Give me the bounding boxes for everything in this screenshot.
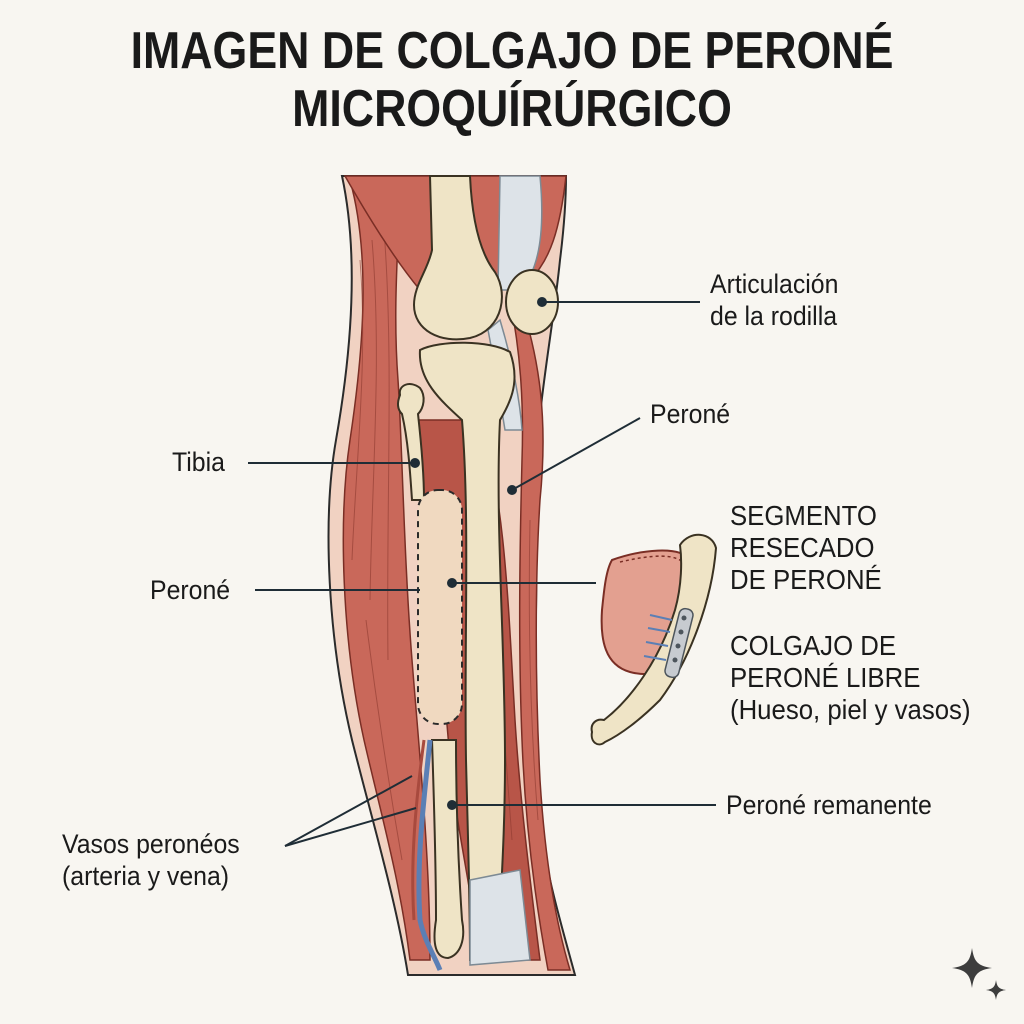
label-knee-line-2: de la rodilla [710,301,838,331]
label-vessels-line-2: (arteria y vena) [62,861,230,891]
muscle-right [509,299,572,971]
label-flap-line-1: COLGAJO DE [730,630,897,661]
fibula-remnant [430,739,465,960]
leader-dots [410,297,547,810]
label-segment-line-3: DE PERONÉ [730,564,882,595]
fibula-upper [397,383,426,501]
fixation-plate [664,607,694,679]
label-segment-line-2: RESECADO [730,532,875,563]
label-tibia: Tibia [172,447,225,477]
label-knee-joint: Articulación de la rodilla [710,268,838,332]
muscle-left [342,179,431,961]
label-vessels-line-1: Vasos peronéos [62,829,240,859]
peroneal-vessels [416,739,443,971]
label-resected-segment: SEGMENTO RESECADO DE PERONÉ [730,500,882,596]
label-flap-line-3: (Hueso, piel y vasos) [730,694,971,725]
label-flap-line-2: PERONÉ LIBRE [730,662,921,693]
leader-lines [248,301,716,847]
sparkle-icon [952,948,1006,1000]
label-free-flap: COLGAJO DE PERONÉ LIBRE (Hueso, piel y v… [730,630,971,726]
flap-bone [590,533,718,746]
ankle-tendons [469,869,531,966]
femur [412,175,503,341]
label-perone-remanente: Peroné remanente [726,790,932,820]
label-perone-left: Peroné [150,575,231,605]
label-knee-line-1: Articulación [710,269,839,299]
resected-segment-outline [417,489,463,725]
flap-vessels [643,614,673,661]
label-segment-line-1: SEGMENTO [730,500,877,531]
free-fibula-flap [590,533,718,746]
label-peroneal-vessels: Vasos peronéos (arteria y vena) [62,828,240,892]
title-line-2: MICROQUÍRÚRGICO [292,80,732,138]
page-title: IMAGEN DE COLGAJO DE PERONÉ MICROQUÍRÚRG… [72,22,953,138]
label-perone-top: Peroné [650,399,731,429]
title-line-1: IMAGEN DE COLGAJO DE PERONÉ [130,22,894,80]
